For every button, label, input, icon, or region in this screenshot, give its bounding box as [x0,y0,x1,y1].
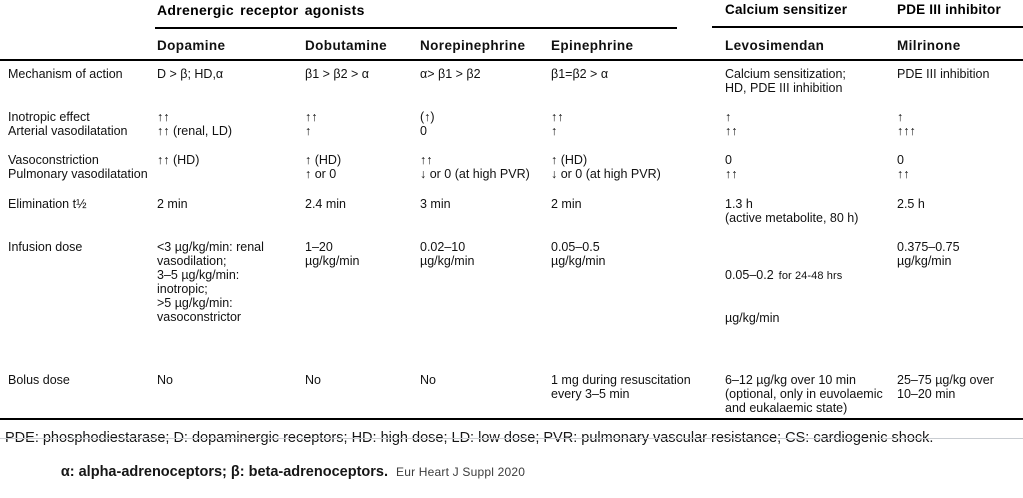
footnote-receptors: α: alpha-adrenoceptors; β: beta-adrenoce… [60,464,388,480]
cell-vaso-dopamine: ↑↑ (HD) [157,153,200,167]
cell-inotropic-epinephrine: ↑↑ ↑ [551,110,564,138]
inotrope-comparison-table: Adrenergic receptor agonists Calcium sen… [0,0,1023,480]
cell-elimination-epinephrine: 2 min [551,197,582,211]
table-footnote: PDE: phosphodiestarase; D: dopaminergic … [0,418,1023,498]
table-row-mechanism: Mechanism of action D > β; HD,α β1 > β2 … [0,67,1023,95]
cell-mechanism-milrinone: PDE III inhibition [897,67,990,81]
table-row-vasoconstriction-pulmonary: Vasoconstriction Pulmonary vasodilatatio… [0,153,1023,181]
row-label-mechanism: Mechanism of action [8,67,123,81]
row-label-inotropic-arterial: Inotropic effect Arterial vasodilatation [8,110,128,138]
column-header-spacer [0,33,157,38]
column-header-milrinone: Milrinone [897,38,961,53]
cell-inotropic-dopamine: ↑↑ ↑↑ (renal, LD) [157,110,233,138]
table-row-bolus: Bolus dose No No No 1 mg during resuscit… [0,373,1023,415]
group-underline-calcium-pde [712,26,1023,28]
column-header-norepinephrine: Norepinephrine [420,38,526,53]
cell-inotropic-levosimendan: ↑ ↑↑ [725,110,738,138]
cell-mechanism-dobutamine: β1 > β2 > α [305,67,370,81]
cell-mechanism-levosimendan: Calcium sensitization; HD, PDE III inhib… [725,67,846,95]
cell-bolus-dopamine: No [157,373,173,387]
cell-infusion-levosimendan: 0.05–0.2 for 24-48 hrs µg/kg/min [725,240,897,353]
column-header-dobutamine: Dobutamine [305,38,388,53]
source-citation: Eur Heart J Suppl 2020 [396,465,526,479]
cell-mechanism-dopamine: D > β; HD,α [157,67,224,81]
cell-bolus-levosimendan: 6–12 µg/kg over 10 min (optional, only i… [725,373,883,415]
cell-vaso-norepinephrine: ↑↑ ↓ or 0 (at high PVR) [420,153,530,181]
cell-vaso-dobutamine: ↑ (HD) ↑ or 0 [305,153,342,181]
cell-elimination-norepinephrine: 3 min [420,197,451,211]
cell-bolus-milrinone: 25–75 µg/kg over 10–20 min [897,373,994,401]
cell-bolus-epinephrine: 1 mg during resuscitation every 3–5 min [551,373,691,401]
cell-infusion-dopamine: <3 µg/kg/min: renal vasodilation; 3–5 µg… [157,240,264,324]
infusion-levosimendan-unit: µg/kg/min [725,311,780,325]
row-label-infusion: Infusion dose [8,240,83,254]
cell-bolus-norepinephrine: No [420,373,436,387]
cell-elimination-milrinone: 2.5 h [897,197,925,211]
cell-elimination-dobutamine: 2.4 min [305,197,346,211]
table-row-inotropic-arterial: Inotropic effect Arterial vasodilatation… [0,110,1023,138]
group-underline-adrenergic [155,27,677,29]
cell-elimination-dopamine: 2 min [157,197,188,211]
table-row-elimination: Elimination t½ 2 min 2.4 min 3 min 2 min… [0,197,1023,225]
table-row-infusion: Infusion dose <3 µg/kg/min: renal vasodi… [0,240,1023,353]
cell-bolus-dobutamine: No [305,373,321,387]
row-label-bolus: Bolus dose [8,373,70,387]
column-header-epinephrine: Epinephrine [551,38,634,53]
table-column-header-row: Dopamine Dobutamine Norepinephrine Epine… [0,33,1023,61]
footnote-receptor-line: α: alpha-adrenoceptors; β: beta-adrenoce… [5,447,1023,498]
infusion-levosimendan-dose: 0.05–0.2 [725,268,774,282]
cell-infusion-milrinone: 0.375–0.75 µg/kg/min [897,240,960,268]
cell-inotropic-norepinephrine: (↑) 0 [420,110,435,138]
column-header-levosimendan: Levosimendan [725,38,825,53]
cell-mechanism-norepinephrine: α> β1 > β2 [420,67,481,81]
group-header-pde-iii-inhibitor: PDE III inhibitor [897,2,1001,17]
cell-inotropic-milrinone: ↑ ↑↑↑ [897,110,916,138]
cell-elimination-levosimendan: 1.3 h (active metabolite, 80 h) [725,197,859,225]
cell-infusion-dobutamine: 1–20 µg/kg/min [305,240,360,268]
cell-infusion-epinephrine: 0.05–0.5 µg/kg/min [551,240,606,268]
row-label-vasoconstriction-pulmonary: Vasoconstriction Pulmonary vasodilatatio… [8,153,148,181]
table-group-header-row: Adrenergic receptor agonists Calcium sen… [0,0,1023,33]
column-header-dopamine: Dopamine [157,38,226,53]
cell-mechanism-epinephrine: β1=β2 > α [551,67,609,81]
group-header-adrenergic: Adrenergic receptor agonists [157,2,365,18]
cell-inotropic-dobutamine: ↑↑ ↑ [305,110,318,138]
infusion-levosimendan-dose-line: 0.05–0.2 for 24-48 hrs [725,268,897,283]
bottom-divider [0,438,1023,439]
cell-infusion-norepinephrine: 0.02–10 µg/kg/min [420,240,475,268]
group-header-calcium-sensitizer: Calcium sensitizer [725,2,848,17]
cell-vaso-milrinone: 0 ↑↑ [897,153,910,181]
row-label-elimination: Elimination t½ [8,197,87,211]
infusion-levosimendan-duration-note: for 24-48 hrs [778,270,843,282]
cell-vaso-epinephrine: ↑ (HD) ↓ or 0 (at high PVR) [551,153,661,181]
cell-vaso-levosimendan: 0 ↑↑ [725,153,738,181]
